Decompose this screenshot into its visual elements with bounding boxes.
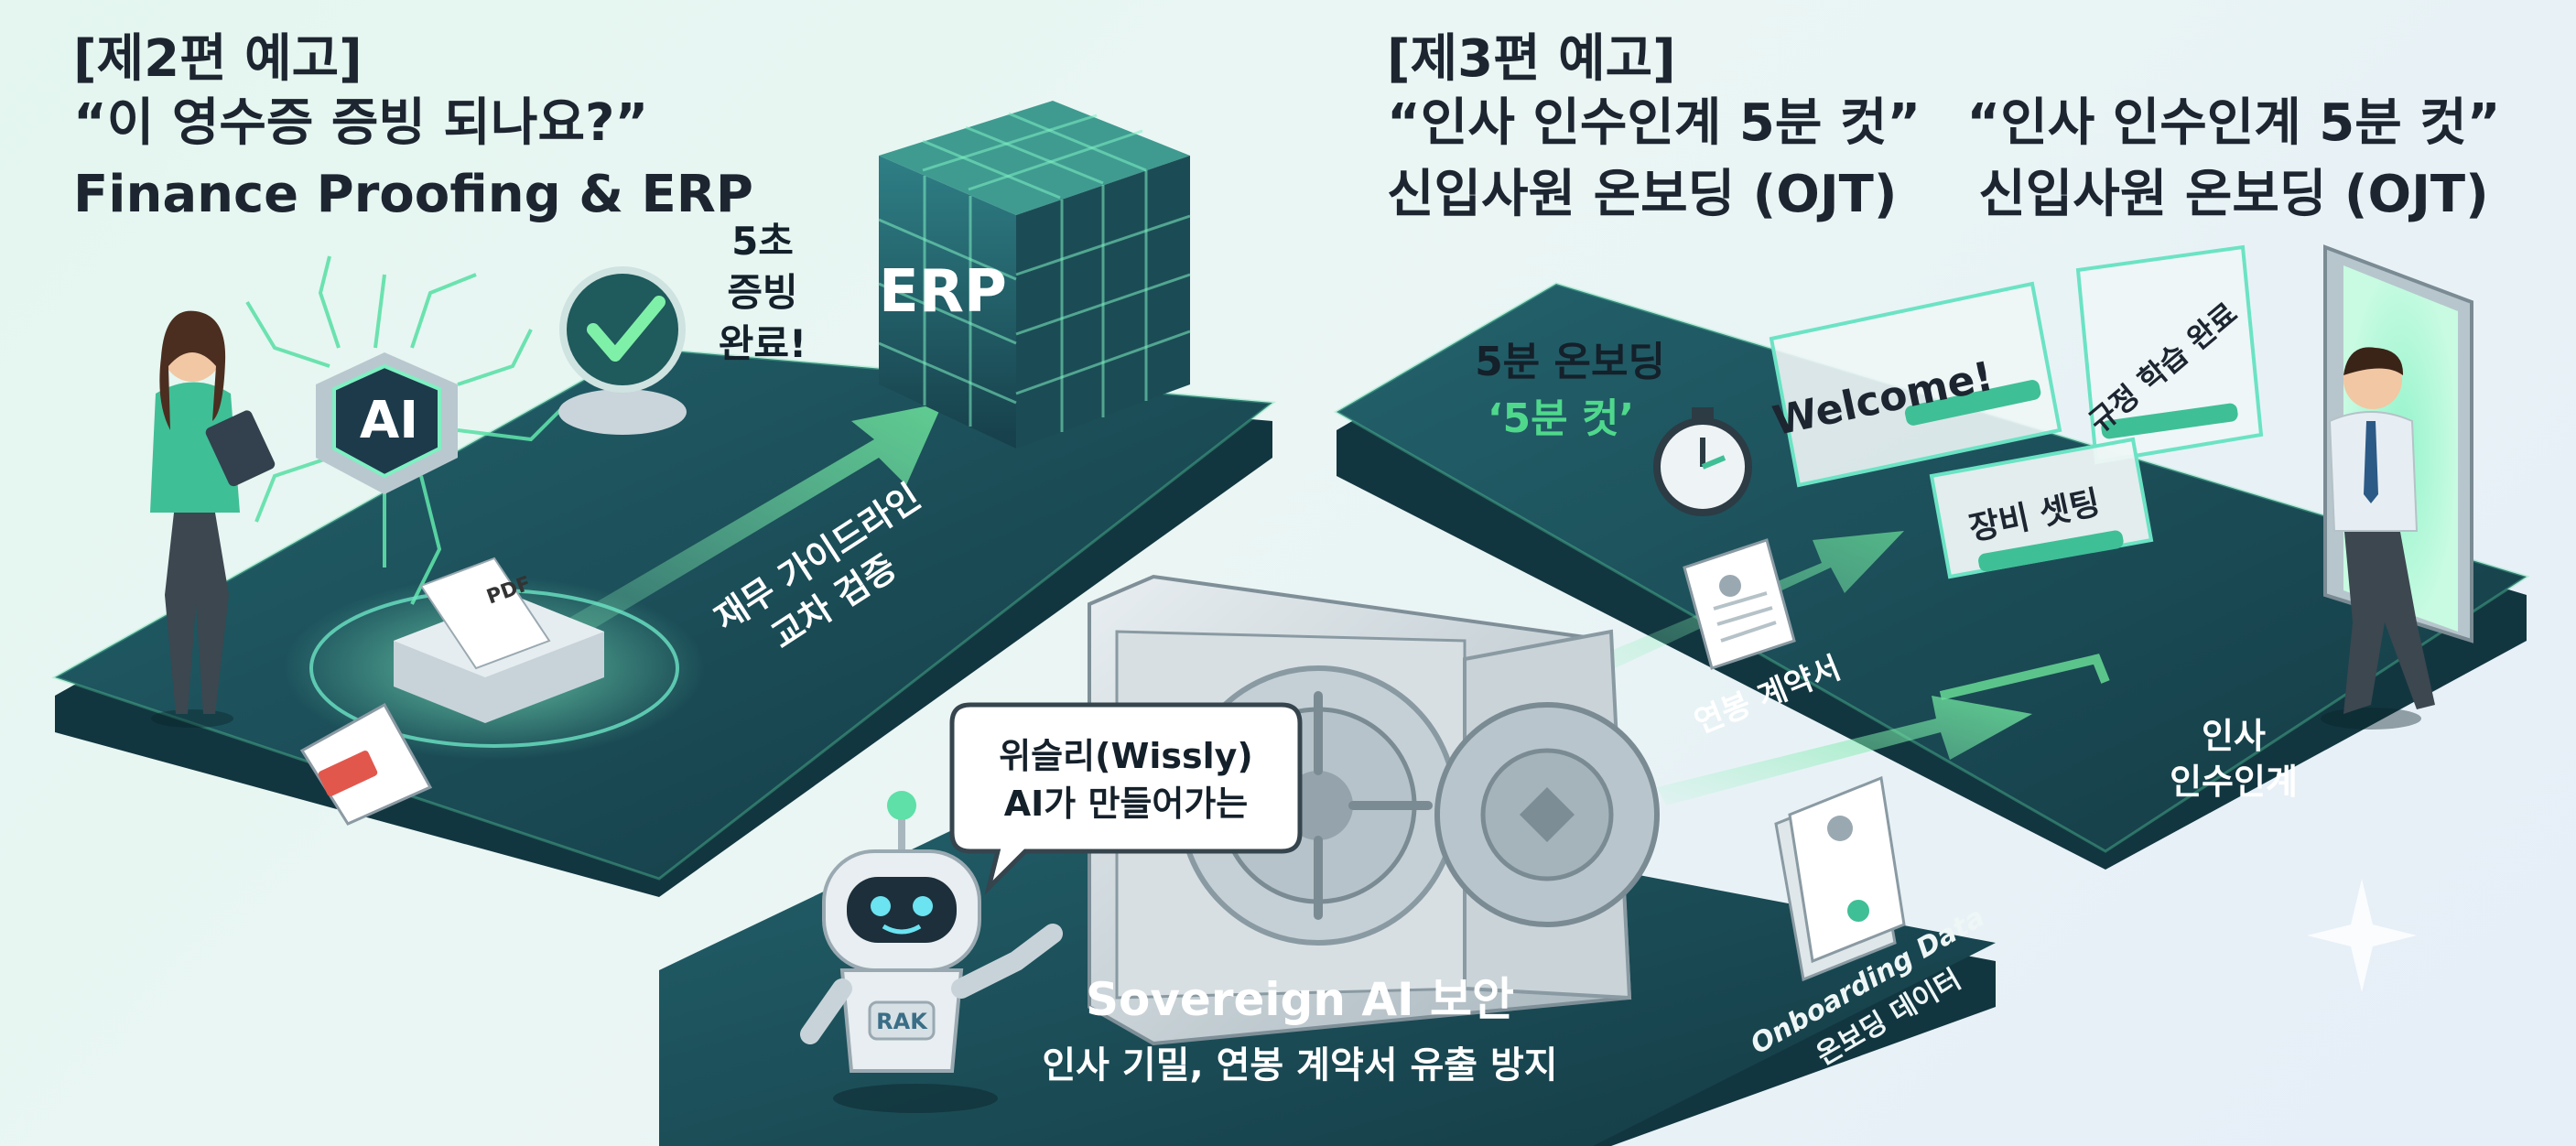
sparkle-icon — [2307, 879, 2417, 992]
badge-line-2: 증빙 — [727, 270, 798, 315]
receipt-scanner — [284, 557, 705, 826]
stopwatch-icon — [1653, 407, 1752, 516]
badge-line-1: 5초 — [731, 219, 794, 264]
sovereign-title: Sovereign AI 보안 — [1085, 973, 1515, 1026]
contract-document-icon — [1683, 538, 1796, 670]
bubble-line-2: AI가 만들어가는 — [1003, 784, 1249, 824]
part2-quote: “이 영수증 증빙 되나요?” — [73, 93, 649, 153]
speech-bubble — [949, 702, 1303, 896]
part3-right-quote: “인사 인수인계 5분 컷” — [1966, 93, 2501, 153]
sovereign-subtitle: 인사 기밀, 연봉 계약서 유출 방지 — [1042, 1044, 1558, 1087]
bubble-line-1: 위슬리(Wissly) — [999, 736, 1253, 776]
robot-badge: RAK — [876, 1009, 928, 1034]
onboarding-data-stack-icon — [1774, 775, 1906, 982]
erp-cube-icon — [878, 101, 1191, 449]
ai-chip-label: AI — [360, 391, 418, 450]
onboarding-line: 5분 온보딩 — [1475, 339, 1665, 385]
part3-title: 신입사원 온보딩 (OJT) — [1387, 165, 1898, 224]
right-platform — [1334, 282, 2530, 870]
onboarding-cut: ‘5분 컷’ — [1487, 395, 1635, 442]
part3-quote: “인사 인수인계 5분 컷” — [1387, 93, 1921, 153]
part2-title: Finance Proofing & ERP — [73, 165, 753, 224]
equipment-card — [1929, 437, 2154, 579]
robot-mascot-icon — [800, 791, 1063, 1113]
welcome-panel — [1769, 281, 2062, 488]
man-figure — [2321, 347, 2435, 730]
part3-right-title: 신입사원 온보딩 (OJT) — [1978, 165, 2489, 224]
erp-label: ERP — [879, 258, 1007, 326]
woman-figure — [150, 310, 276, 728]
part3-tag: [제3편 예고] — [1387, 29, 1676, 89]
handover-line-2: 인수인계 — [2170, 762, 2298, 802]
handover-line-1: 인사 — [2202, 716, 2266, 756]
badge-line-3: 완료! — [718, 321, 807, 366]
rule-card — [2075, 244, 2264, 465]
part2-tag: [제2편 예고] — [73, 29, 363, 89]
check-badge-icon — [558, 266, 687, 435]
